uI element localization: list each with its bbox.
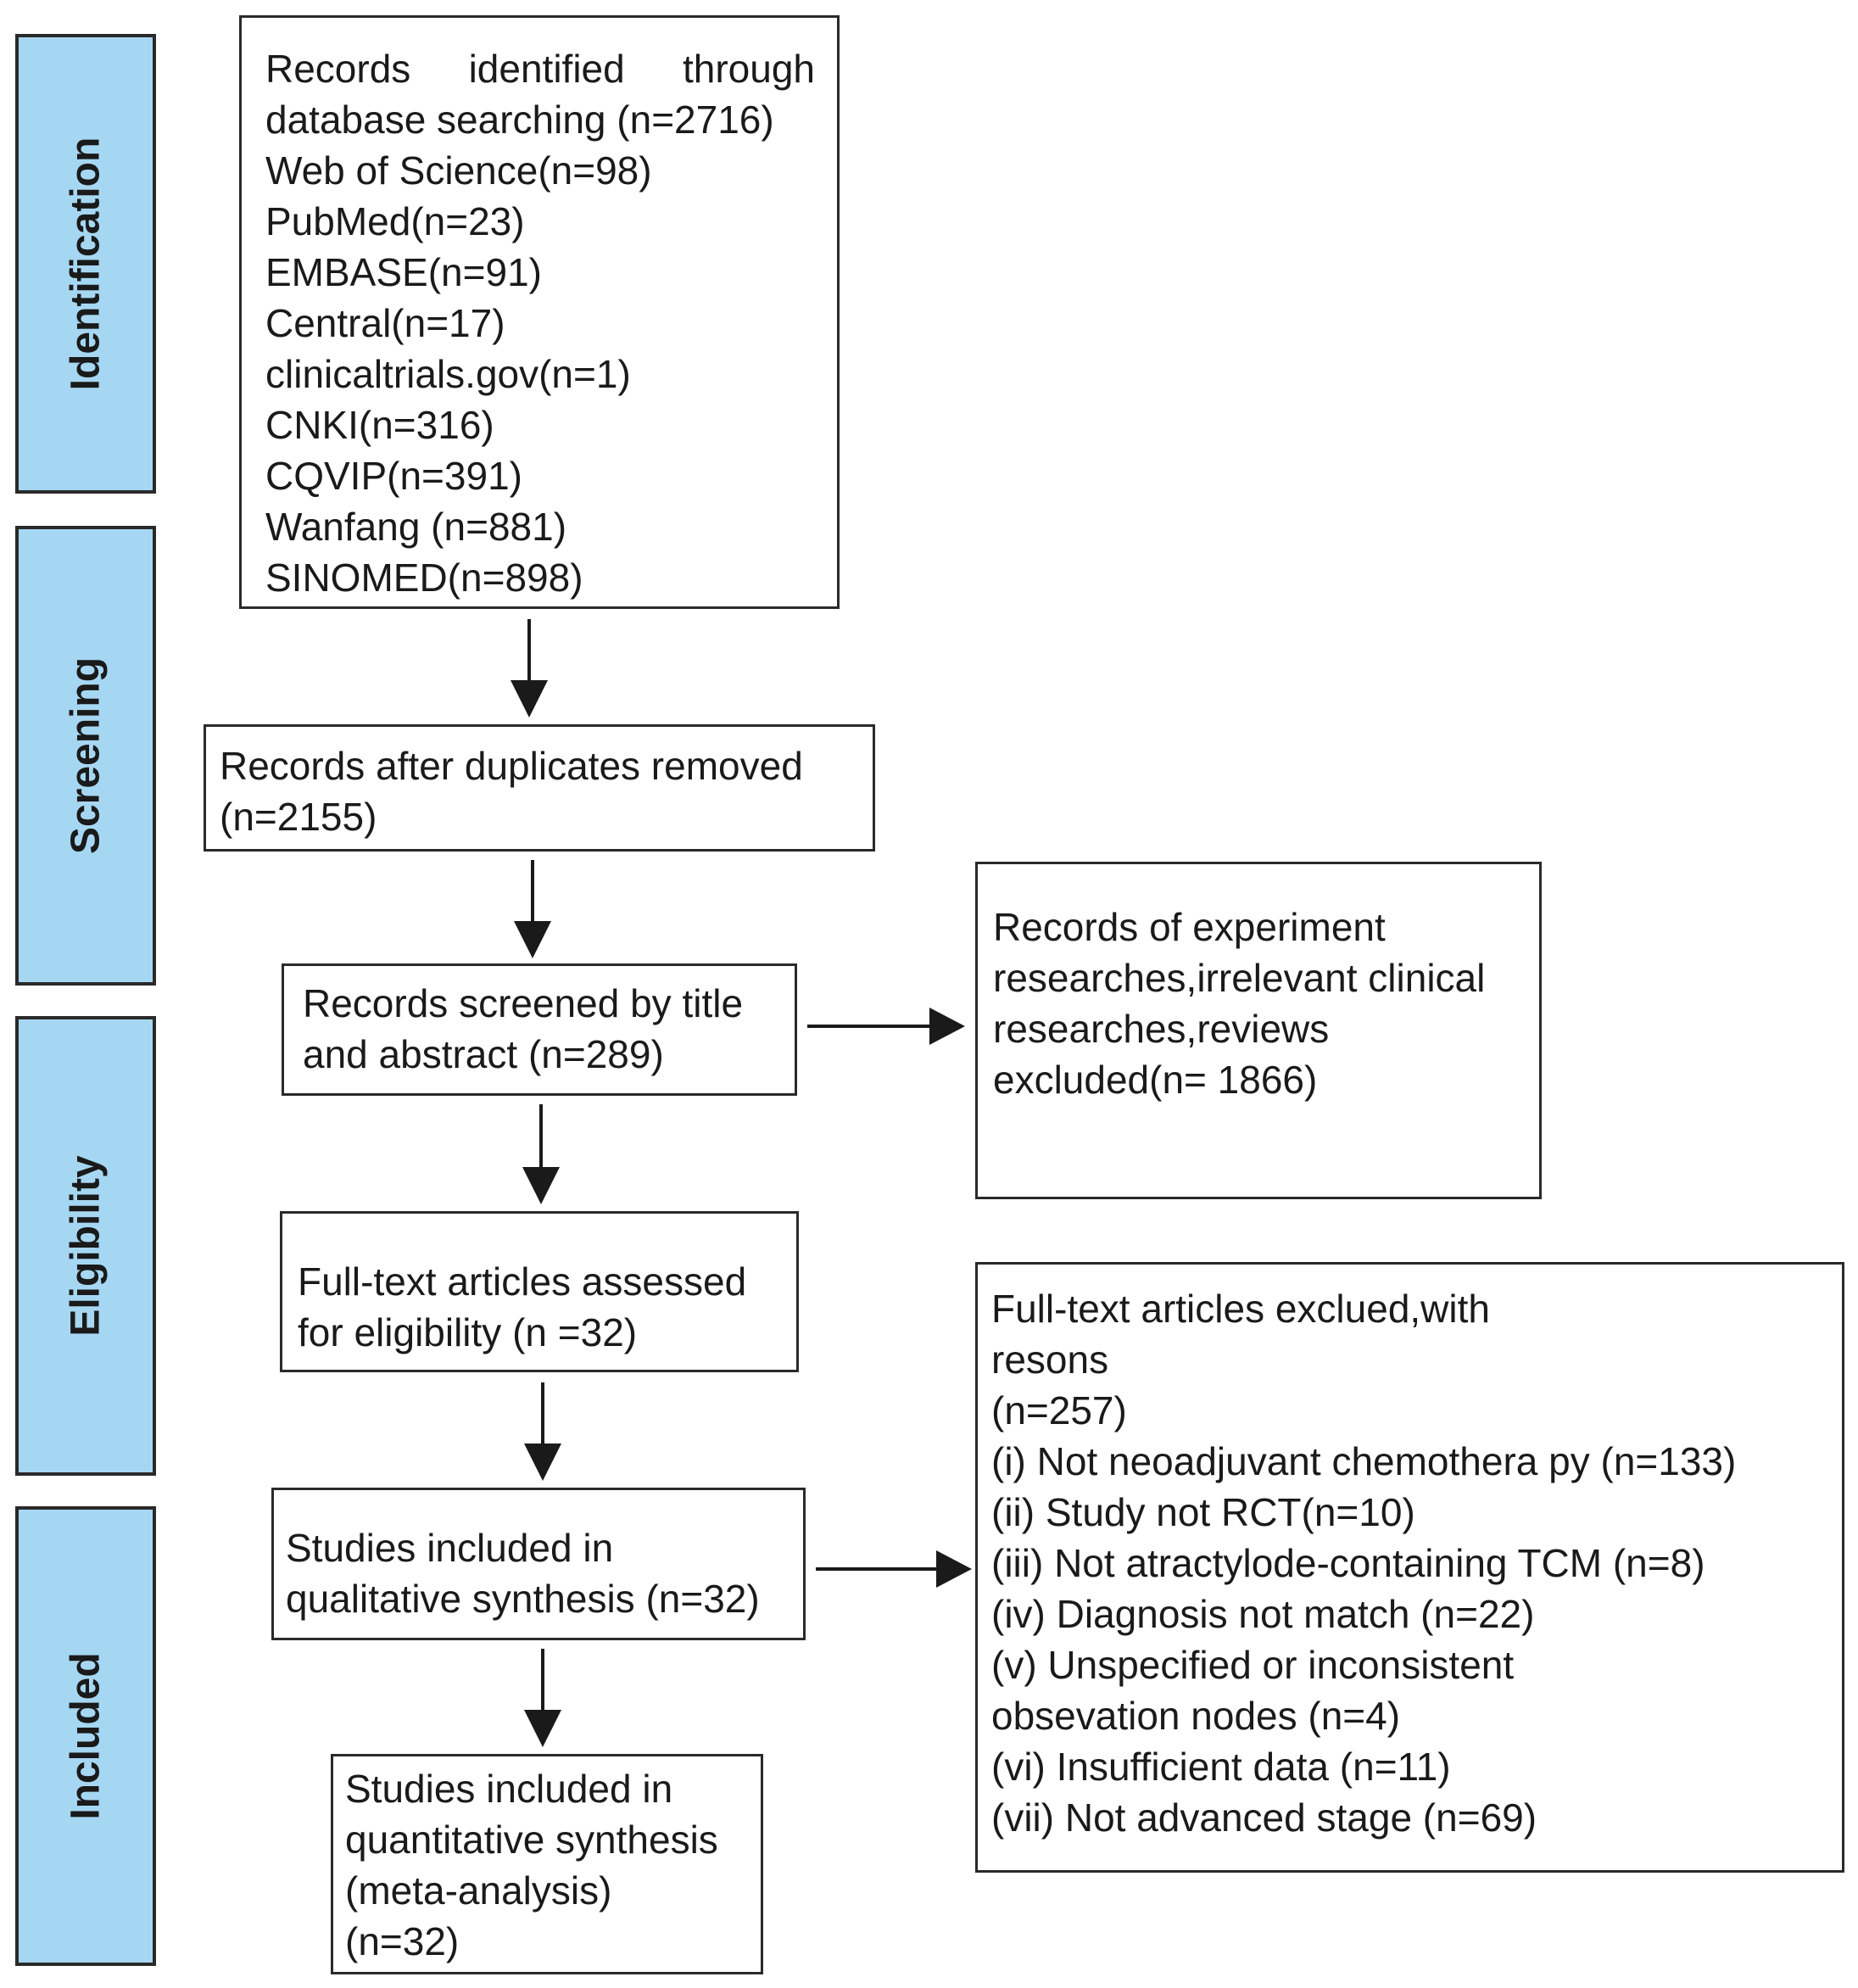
- excluded-screening-line: researches,reviews: [993, 1007, 1330, 1051]
- after-duplicates-box: Records after duplicates removed (n=2155…: [204, 724, 875, 852]
- source-item: clinicaltrials.gov(n=1): [265, 352, 631, 396]
- source-item: PubMed(n=23): [265, 199, 525, 243]
- exclusion-reason: (iii) Not atractylode-containing TCM (n=…: [991, 1541, 1705, 1585]
- quantitative-line: Studies included in: [345, 1767, 673, 1811]
- full-text-line1: Full-text articles assessed: [298, 1259, 747, 1304]
- quantitative-line: quantitative synthesis: [345, 1818, 718, 1862]
- exclusion-reason: (ii) Study not RCT(n=10): [991, 1490, 1415, 1534]
- identification-heading-line1: Records identified through: [265, 47, 815, 91]
- after-duplicates-line1: Records after duplicates removed: [220, 744, 803, 788]
- source-item: Central(n=17): [265, 301, 505, 345]
- exclusion-line: resons: [991, 1337, 1109, 1382]
- arrowhead-down-icon: [514, 921, 551, 958]
- screened-line2: and abstract (n=289): [303, 1032, 664, 1076]
- source-item: CNKI(n=316): [265, 403, 494, 447]
- exclusion-reason: obsevation nodes (n=4): [991, 1694, 1401, 1738]
- identification-heading-line2: database searching (n=2716): [265, 98, 774, 142]
- arrowhead-right-icon: [936, 1550, 972, 1588]
- arrowhead-right-icon: [929, 1008, 965, 1045]
- stage-included: Included: [15, 1506, 156, 1966]
- excluded-full-text-box: Full-text articles exclued,with resons (…: [975, 1262, 1844, 1873]
- quantitative-line: (meta-analysis): [345, 1868, 612, 1913]
- source-item: Wanfang (n=881): [265, 505, 567, 549]
- stage-identification: Identification: [15, 34, 156, 494]
- quantitative-box: Studies included in quantitative synthes…: [331, 1754, 763, 1974]
- excluded-screening-line: researches,irrelevant clinical: [993, 956, 1486, 1000]
- arrowhead-down-icon: [522, 1167, 560, 1204]
- after-duplicates-line2: (n=2155): [220, 795, 377, 839]
- excluded-screening-box: Records of experiment researches,irrelev…: [975, 862, 1542, 1199]
- arrowhead-down-icon: [524, 1444, 561, 1481]
- exclusion-reason: (vi) Insufficient data (n=11): [991, 1745, 1451, 1789]
- exclusion-line: Full-text articles exclued,with: [991, 1287, 1490, 1331]
- exclusion-reason: (vii) Not advanced stage (n=69): [991, 1795, 1537, 1840]
- arrowhead-down-icon: [511, 680, 548, 718]
- exclusion-reason: (i) Not neoadjuvant chemothera py (n=133…: [991, 1439, 1737, 1483]
- full-text-box: Full-text articles assessed for eligibil…: [280, 1211, 799, 1372]
- identification-box: Records identified through database sear…: [239, 15, 840, 609]
- qualitative-line2: qualitative synthesis (n=32): [286, 1577, 760, 1621]
- exclusion-reason: (v) Unspecified or inconsistent: [991, 1643, 1515, 1687]
- qualitative-line1: Studies included in: [286, 1526, 614, 1570]
- exclusion-reason: (iv) Diagnosis not match (n=22): [991, 1592, 1535, 1636]
- source-item: SINOMED(n=898): [265, 556, 583, 600]
- source-item: CQVIP(n=391): [265, 454, 522, 498]
- arrowhead-down-icon: [524, 1710, 561, 1747]
- quantitative-line: (n=32): [345, 1919, 460, 1963]
- source-item: EMBASE(n=91): [265, 250, 542, 294]
- excluded-screening-line: Records of experiment: [993, 905, 1386, 949]
- qualitative-box: Studies included in qualitative synthesi…: [271, 1488, 806, 1640]
- stage-screening: Screening: [15, 526, 156, 986]
- excluded-screening-line: excluded(n= 1866): [993, 1058, 1318, 1102]
- source-item: Web of Science(n=98): [265, 148, 652, 193]
- stage-eligibility: Eligibility: [15, 1016, 156, 1476]
- full-text-line2: for eligibility (n =32): [298, 1310, 638, 1354]
- screened-line1: Records screened by title: [303, 981, 744, 1025]
- exclusion-line: (n=257): [991, 1388, 1127, 1432]
- screened-box: Records screened by title and abstract (…: [282, 963, 797, 1096]
